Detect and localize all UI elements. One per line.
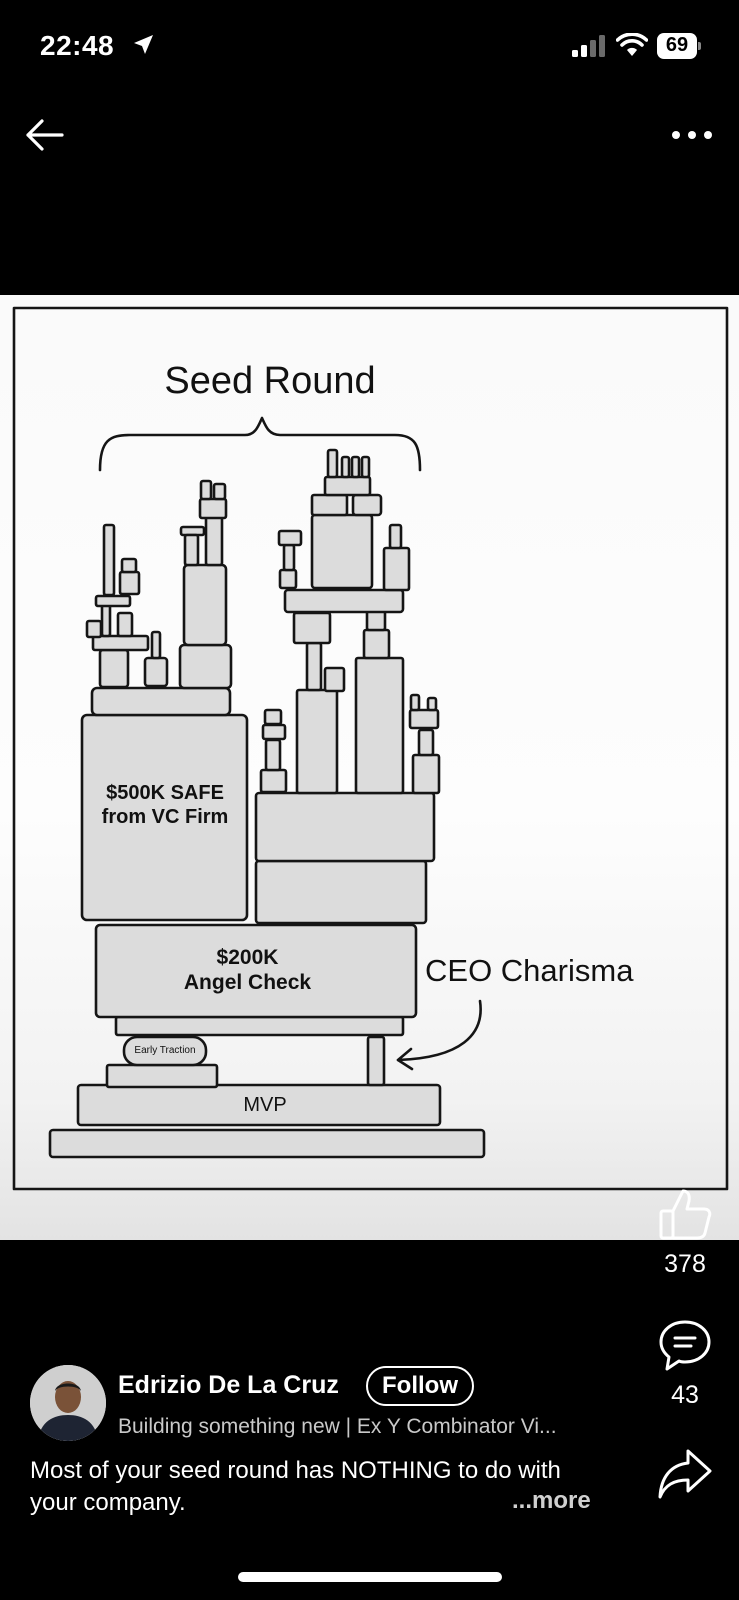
status-time: 22:48 [40,30,115,61]
avatar-photo-icon [30,1365,106,1441]
home-indicator[interactable] [238,1572,502,1582]
like-button[interactable]: 378 [648,1187,722,1279]
post-image[interactable]: Seed Round $500K SAFE from VC Firm $200K… [0,295,739,1240]
label-angel: $200K Angel Check [183,946,312,995]
label-safe: $500K SAFE from VC Firm [101,782,229,828]
label-seed-round: Seed Round [164,360,376,402]
like-count: 378 [664,1250,706,1278]
label-mvp: MVP [243,1094,287,1116]
avatar[interactable] [30,1365,106,1441]
post-caption: Most of your seed round has NOTHING to d… [30,1457,561,1516]
status-bar: 22:48 69 [0,0,739,95]
author-name[interactable]: Edrizio De La Cruz [118,1371,339,1399]
location-arrow-icon [134,35,153,54]
seed-round-illustration [12,306,729,1191]
comment-icon [659,1320,711,1371]
label-ceo-charisma: CEO Charisma [425,953,634,988]
battery-icon: 69 [657,33,701,59]
author-row: Edrizio De La Cruz Follow Building somet… [30,1365,630,1445]
share-icon [658,1449,712,1499]
see-more-link[interactable]: ...more [512,1487,591,1514]
share-button[interactable] [648,1447,722,1506]
author-headline: Building something new | Ex Y Combinator… [118,1415,557,1438]
back-arrow-icon[interactable] [22,112,68,158]
signal-icon [572,35,605,57]
like-icon [659,1189,712,1240]
label-early-traction: Early Traction [134,1045,196,1056]
comment-button[interactable]: 43 [648,1318,722,1410]
battery-level: 69 [665,34,689,56]
wifi-icon [616,33,648,56]
comment-count: 43 [671,1381,699,1409]
follow-button[interactable]: Follow [366,1366,474,1406]
more-options-icon[interactable] [670,122,714,148]
